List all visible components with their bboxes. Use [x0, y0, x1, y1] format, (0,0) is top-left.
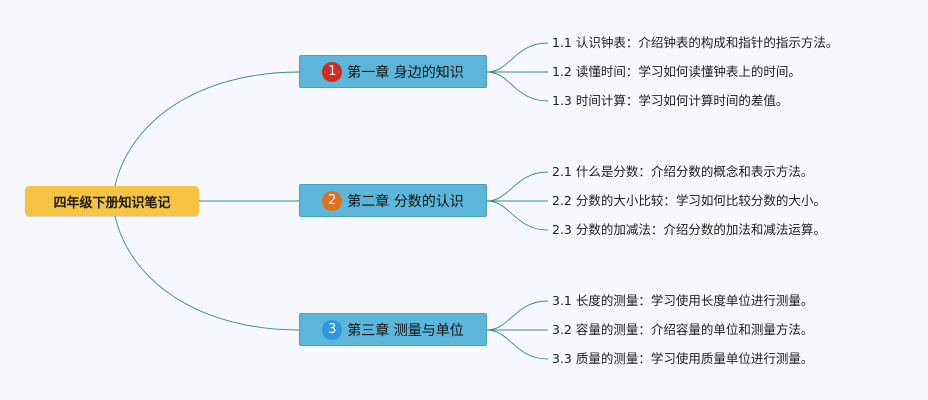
chapter-number-badge: 3: [322, 319, 343, 340]
topic-item-3-3[interactable]: 3.3 质量的测量：学习使用质量单位进行测量。: [552, 351, 814, 366]
connector-ch2-item-1: [486, 171, 549, 202]
chapter-label: 第三章 测量与单位: [347, 322, 464, 339]
topic-item-3-2[interactable]: 3.2 容量的测量：介绍容量的单位和测量方法。: [552, 322, 814, 337]
chapter-label: 第一章 身边的知识: [347, 64, 464, 81]
topic-item-2-2[interactable]: 2.2 分数的大小比较：学习如何比较分数的大小。: [552, 193, 826, 208]
connector-ch3-item-1: [486, 300, 549, 331]
topic-item-2-3[interactable]: 2.3 分数的加减法：介绍分数的加法和减法运算。: [552, 222, 826, 237]
topic-item-3-1[interactable]: 3.1 长度的测量：学习使用长度单位进行测量。: [552, 293, 814, 308]
chapter-node-2[interactable]: 2 第二章 分数的认识: [299, 184, 487, 217]
chapter-number-badge: 2: [322, 190, 343, 211]
connector-root-chapter-1: [114, 71, 300, 187]
topic-item-1-2[interactable]: 1.2 读懂时间：学习如何读懂钟表上的时间。: [552, 64, 801, 79]
topic-item-1-3[interactable]: 1.3 时间计算：学习如何计算时间的差值。: [552, 93, 789, 108]
chapter-node-3[interactable]: 3 第三章 测量与单位: [299, 313, 487, 346]
connector-ch3-item-3: [486, 329, 549, 360]
connector-root-chapter-3: [114, 215, 300, 331]
chapter-label: 第二章 分数的认识: [347, 193, 464, 210]
topic-item-2-1[interactable]: 2.1 什么是分数：介绍分数的概念和表示方法。: [552, 164, 814, 179]
chapter-node-1[interactable]: 1 第一章 身边的知识: [299, 55, 487, 88]
connector-ch2-item-3: [486, 200, 549, 231]
connector-ch1-item-3: [486, 71, 549, 102]
topic-item-1-1[interactable]: 1.1 认识钟表：介绍钟表的构成和指针的指示方法。: [552, 35, 839, 50]
chapter-number-badge: 1: [322, 61, 343, 82]
connector-ch1-item-1: [486, 42, 549, 73]
root-label: 四年级下册知识笔记: [53, 195, 171, 211]
root-node[interactable]: 四年级下册知识笔记: [25, 186, 199, 216]
